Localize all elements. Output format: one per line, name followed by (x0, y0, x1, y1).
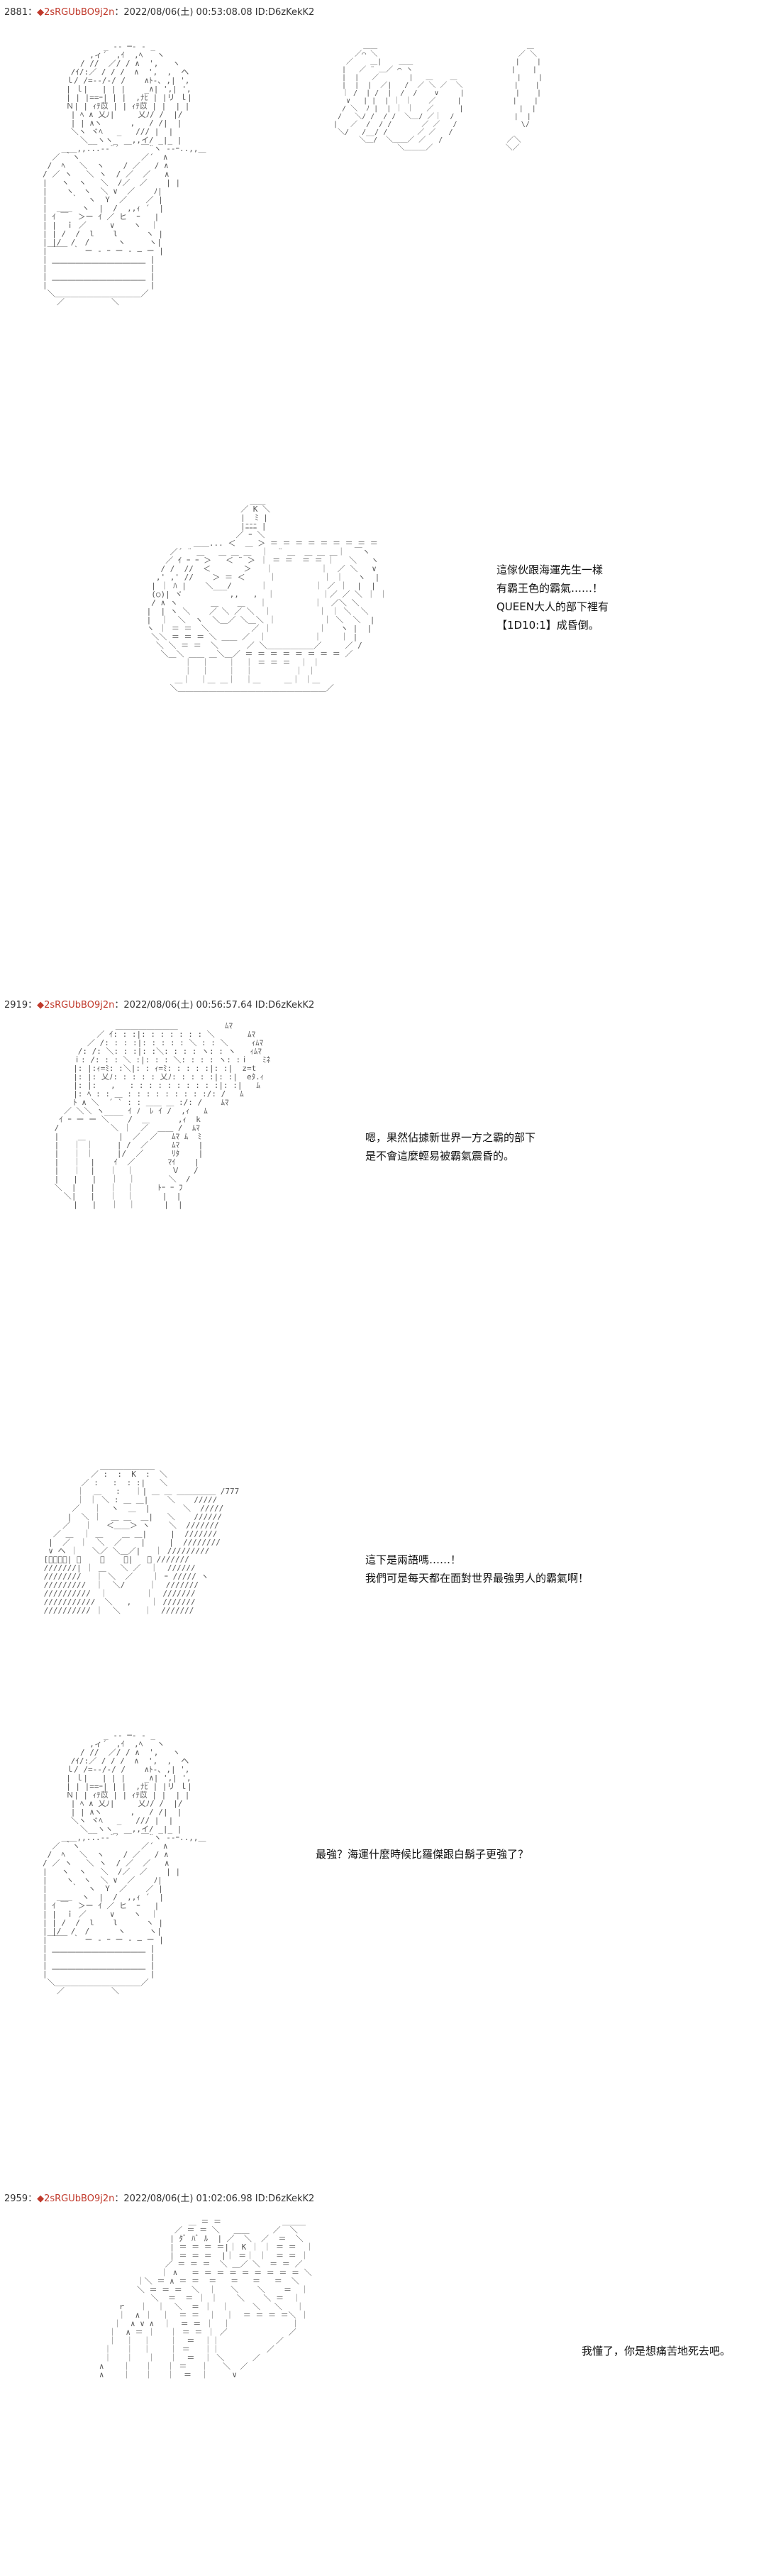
dialogue-block: 我懂了，你是想痛苦地死去吧。 (582, 2342, 731, 2360)
post-header: 2919：◆2sRGUbBO9j2n：2022/08/06(土) 00:56:5… (4, 997, 314, 1011)
dialogue-line: 嗯，果然佔據新世界一方之霸的部下 (365, 1131, 536, 1144)
ascii-art-character: ＿ ＝ ＝ ＿＿＿ ／ ＝ ＝ ＼ ＿＿ ／ ＼ | ﾀﾞ ﾊﾞ ﾙ | ／ ＼… (99, 2217, 313, 2379)
dialogue-block: 最強？海運什麼時候比羅傑跟白鬍子更強了？ (316, 1845, 528, 1864)
dialogue-line: 這傢伙跟海運先生一樣 (496, 563, 604, 576)
post-meta: ：2022/08/06(土) 01:02:06.98 ID:D6zKekK2 (114, 2194, 315, 2204)
dialogue-line: 我們可是每天都在面對世界最強男人的霸氣啊！ (365, 1572, 589, 1585)
dialogue-line: QUEEN大人的部下裡有 (496, 600, 609, 613)
dialogue-block: 嗯，果然佔據新世界一方之霸的部下 是不會這麼輕易被霸氣震昏的。 (365, 1128, 535, 1165)
dialogue-line: 我懂了，你是想痛苦地死去吧。 (582, 2345, 731, 2357)
dialogue-line: 是不會這麼輕易被霸氣震昏的。 (365, 1150, 515, 1162)
post-number: 2919 (4, 1000, 28, 1011)
post-number: 2959 (4, 2194, 28, 2204)
trip-code: ◆2sRGUbBO9j2n (37, 7, 115, 18)
trip-code: ◆2sRGUbBO9j2n (37, 1000, 115, 1011)
dialogue-line: 這下是兩語嗎……！ (365, 1553, 462, 1566)
dialogue-block: 這傢伙跟海運先生一樣 有霸王色的霸氣……！ QUEEN大人的部下裡有 【1D10… (496, 561, 609, 634)
post-separator: ： (28, 7, 38, 18)
post-number: 2881 (4, 7, 28, 18)
post-separator: ： (28, 2194, 38, 2204)
trip-code: ◆2sRGUbBO9j2n (37, 2194, 115, 2204)
post-header: 2959：◆2sRGUbBO9j2n：2022/08/06(土) 01:02:0… (4, 2191, 314, 2204)
ascii-art-character: _ -‐ ─‐ - _ ,ィ´ ,ｲ ,ﾍ ヽ / // ／/ / ∧ ', ヽ… (43, 42, 206, 307)
ascii-art-character: ＿＿ ／ K ＼ | ﾐ | |ﾆﾆﾆ | ／ ｰ ＼ ＿＿... ＜ ＿ ＞ … (146, 496, 388, 693)
dialogue-line: 最強？海運什麼時候比羅傑跟白鬍子更強了？ (316, 1848, 529, 1861)
post-meta: ：2022/08/06(土) 00:53:08.08 ID:D6zKekK2 (114, 7, 315, 18)
dialogue-line: 有霸王色的霸氣……！ (496, 582, 604, 595)
dialogue-block: 這下是兩語嗎……！ 我們可是每天都在面對世界最強男人的霸氣啊！ (365, 1551, 589, 1587)
ascii-sound-effect: ＿＿ ＿ ／⌒ ＼ ／ ＼ ／ ＿| ＿＿ | | | ／ ¨ ＿／ ⌒ ヽ |… (333, 43, 543, 152)
post-header: 2881：◆2sRGUbBO9j2n：2022/08/06(土) 00:53:0… (4, 4, 314, 18)
post-meta: ：2022/08/06(土) 00:56:57.64 ID:D6zKekK2 (114, 1000, 315, 1011)
post-separator: ： (28, 1000, 38, 1011)
ascii-art-character: _ -‐ ─‐ - _ ,ィ´ ,ｲ ,ﾍ ヽ / // ／/ / ∧ ', ヽ… (43, 1731, 206, 1996)
dialogue-line: 【1D10:1】成昏倒。 (496, 619, 599, 632)
ascii-art-character: ＿＿＿＿＿＿＿ ／ : : K : ＼ ／ : : : :| ＼ ｜ ＿ : ｜… (43, 1461, 240, 1615)
ascii-art-character: ＿＿＿＿＿＿＿＿ ﾑﾏ ／ ｲ: : :|: : : : : : : ＼ ﾑﾏ … (54, 1021, 271, 1209)
